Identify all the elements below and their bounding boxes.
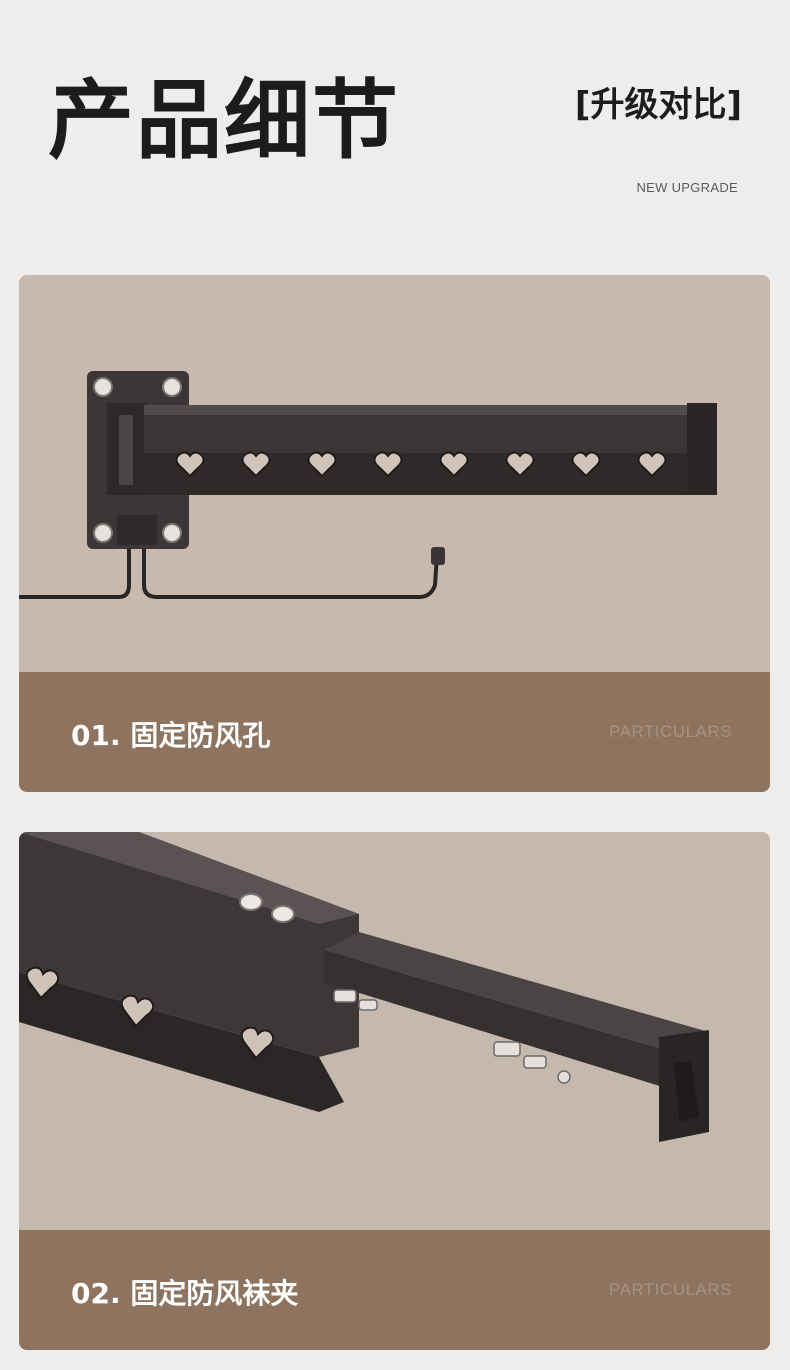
upgrade-subtitle: NEW UPGRADE — [636, 180, 738, 195]
caption-band-2: 02. 固定防风袜夹 PARTICULARS — [19, 1230, 770, 1350]
detail-caption: 02. 固定防风袜夹 — [71, 1277, 299, 1310]
detail-tag: PARTICULARS — [609, 722, 732, 741]
detail-card-1: 01. 固定防风孔 PARTICULARS — [19, 275, 770, 792]
product-photo-sock-clip — [19, 832, 770, 1230]
page-title: 产品细节 — [48, 71, 400, 171]
upgrade-label: [升级对比] — [574, 85, 742, 125]
detail-card-2: 02. 固定防风袜夹 PARTICULARS — [19, 832, 770, 1350]
product-photo-wall-bracket — [19, 275, 770, 673]
detail-caption: 01. 固定防风孔 — [71, 719, 271, 752]
detail-tag: PARTICULARS — [609, 1280, 732, 1299]
caption-band-1: 01. 固定防风孔 PARTICULARS — [19, 672, 770, 792]
